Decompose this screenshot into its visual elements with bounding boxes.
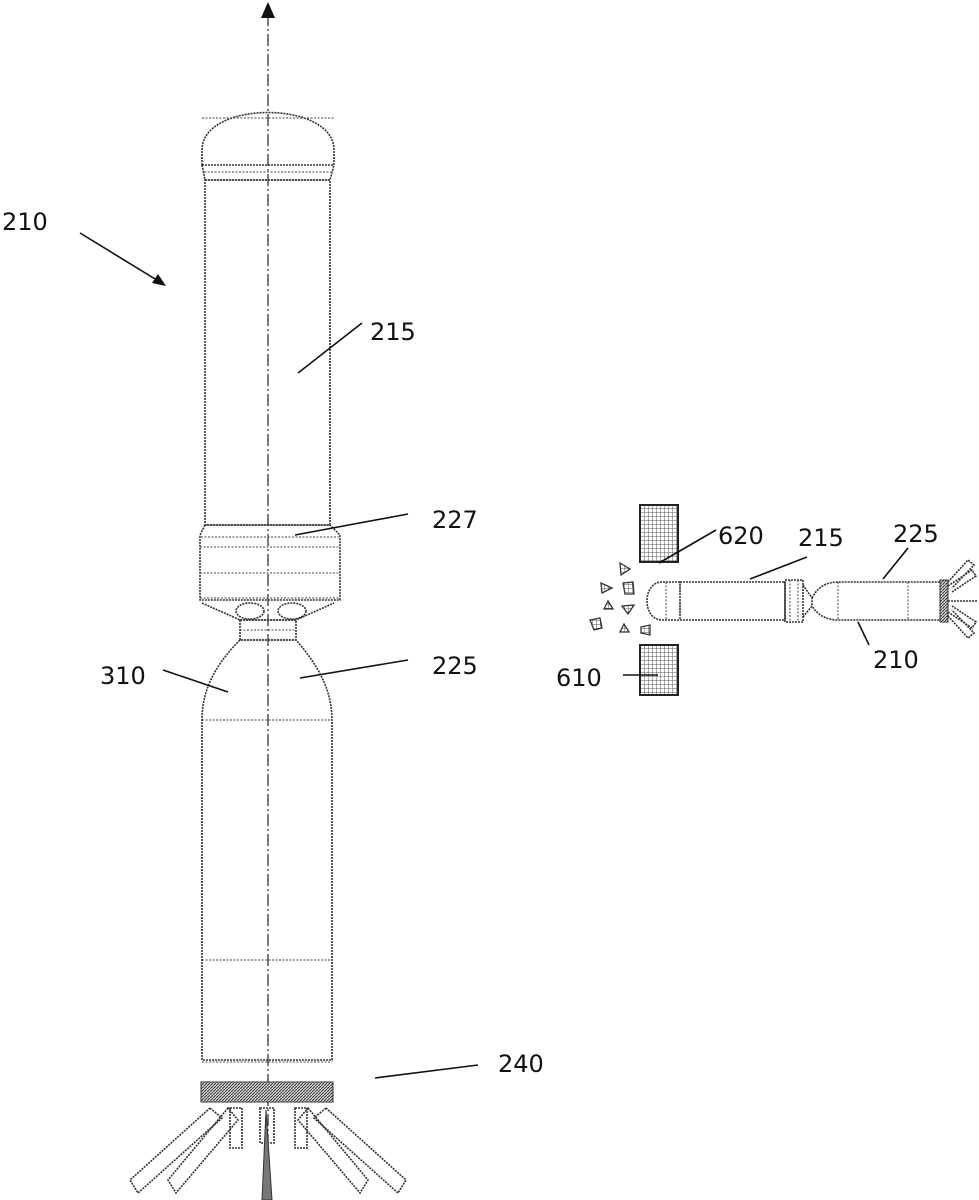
label-310: 310 [100,662,146,690]
inset-figure [589,504,978,696]
wall-upper [639,504,679,563]
nose-cone [201,111,335,166]
inset-coupler [784,579,804,623]
inset-lower-body [811,581,946,621]
inset-label-210: 210 [873,646,919,674]
inset-label-225: 225 [893,520,939,548]
fins-240 [128,1106,408,1200]
inset-upper-body [679,581,786,621]
inset-label-620: 620 [718,522,764,550]
upper-body-215 [204,179,331,526]
label-240: 240 [498,1050,544,1078]
vent-left [235,602,265,620]
debris-fragments [589,561,651,636]
label-225: 225 [432,652,478,680]
label-210: 210 [2,208,48,236]
label-215: 215 [370,318,416,346]
coupler-227 [199,524,341,601]
leader-arrow-icon [152,274,166,286]
inset-fins [947,558,978,640]
label-227: 227 [432,506,478,534]
wall-610 [639,644,679,696]
main-rocket [128,2,408,1200]
inset-label-610: 610 [556,664,602,692]
inset-label-215: 215 [798,524,844,552]
tail-band [200,1081,334,1103]
vent-right [277,602,307,620]
lower-body-225 [201,639,333,1061]
axis-arrow-icon [261,2,275,18]
inset-nose [646,581,680,621]
